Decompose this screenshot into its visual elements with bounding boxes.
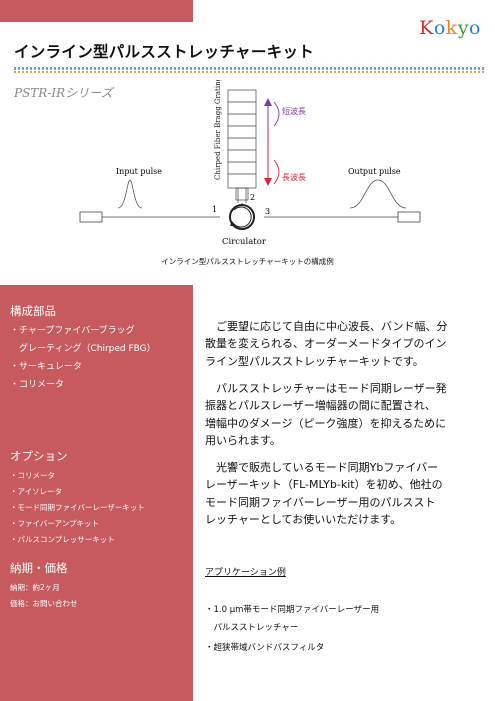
- delivery-heading: 納期・価格: [10, 561, 68, 575]
- applications-heading: アプリケーション例: [205, 568, 286, 578]
- logo-letter: o: [469, 17, 481, 39]
- title-divider: [14, 67, 484, 70]
- diagram-caption: インライン型パルスストレッチャーキットの構成例: [161, 257, 334, 266]
- grating-label: Chirped Fiber Bragg Grating: [214, 80, 222, 180]
- input-pulse-waveform: [117, 179, 143, 209]
- port-3-label: 3: [265, 207, 270, 216]
- component-item: グレーティング（Chirped FBG）: [10, 344, 156, 354]
- option-item: ・コリメータ: [10, 471, 55, 480]
- text-line: 増幅中のダメージ（ピーク強度）を抑えるために: [205, 416, 447, 430]
- logo-letter: K: [419, 17, 434, 39]
- component-item: ・チャープファイバーブラッグ: [10, 326, 135, 336]
- option-item: ・パルスコンプレッサーキット: [10, 535, 115, 544]
- fiber-line: [79, 203, 421, 223]
- port-1-label: 1: [212, 205, 217, 214]
- circulator-icon: [229, 204, 255, 230]
- long-wavelength-arrowhead: [264, 178, 272, 186]
- fbg-grating: [227, 89, 257, 203]
- logo-letter: o: [433, 17, 446, 39]
- text-line: 用いられます。: [205, 433, 281, 447]
- text-line: ご要望に応じて自由に中心波長、バンド幅、分: [216, 320, 448, 333]
- text-line: 光響で販売しているモード同期Ybファイバー: [216, 461, 439, 474]
- kokyo-logo[interactable]: Kokyo: [419, 17, 481, 39]
- top-accent-bar: [0, 0, 193, 22]
- long-wavelength-curve: [273, 159, 280, 185]
- circulator-label: Circulator: [222, 237, 267, 247]
- option-item: ・アイソレータ: [10, 487, 63, 496]
- input-pulse-label: Input pulse: [116, 167, 162, 176]
- options-heading: オプション: [10, 449, 68, 463]
- application-item: ・超狭帯域バンドパスフィルタ: [205, 643, 325, 653]
- logo-letter: y: [457, 17, 470, 39]
- output-pulse-waveform: [349, 179, 407, 209]
- option-item: ・ファイバーアンプキット: [10, 519, 100, 528]
- description-paragraph-2: パルスストレッチャーはモード同期レーザー発 振器とパルスレーザー増幅器の間に配置…: [205, 380, 483, 449]
- text-line: レーザーキット（FL-MLYb-kit）を初め、他社の: [205, 478, 443, 492]
- series-name: PSTR-IRシリーズ: [14, 86, 113, 100]
- title-divider-secondary: [14, 71, 484, 73]
- short-wavelength-curve: [273, 101, 280, 127]
- text-line: 散量を変えられる、オーダーメードタイプのイン: [205, 337, 447, 351]
- component-item: ・サーキュレータ: [10, 362, 82, 372]
- info-sidebar: 構成部品 ・チャープファイバーブラッグ グレーティング（Chirped FBG）…: [0, 285, 193, 701]
- text-line: モード同期ファイバーレーザー用のパルススト: [205, 495, 436, 509]
- short-wavelength-label: 短波長: [282, 106, 306, 116]
- delivery-item: 納期：約2ヶ月: [10, 583, 60, 592]
- application-item: ・1.0 μm帯モード同期ファイバーレーザー用: [205, 605, 380, 615]
- configuration-diagram: Chirped Fiber Bragg Grating 短波長 長波長 1 2 …: [79, 80, 421, 247]
- text-line: パルスストレッチャーはモード同期レーザー発: [216, 382, 447, 395]
- page-title: インライン型パルスストレッチャーキット: [14, 43, 315, 61]
- text-line: レッチャーとしてお使いいただけます。: [205, 512, 402, 526]
- long-wavelength-label: 長波長: [282, 172, 306, 182]
- option-item: ・モード同期ファイバーレーザーキット: [10, 503, 145, 512]
- description-paragraph-1: ご要望に応じて自由に中心波長、バンド幅、分 散量を変えられる、オーダーメードタイ…: [205, 318, 483, 370]
- application-item: パルスストレッチャー: [205, 623, 299, 633]
- component-item: ・コリメータ: [10, 380, 65, 390]
- description-paragraph-3: 光響で販売しているモード同期Ybファイバー レーザーキット（FL-MLYb-ki…: [205, 459, 483, 528]
- logo-letter: k: [445, 17, 458, 39]
- output-pulse-label: Output pulse: [348, 167, 401, 176]
- delivery-item: 価格：お問い合わせ: [10, 599, 78, 608]
- text-line: 振器とパルスレーザー増幅器の間に配置され、: [205, 399, 436, 413]
- short-wavelength-arrowhead: [264, 98, 272, 106]
- components-heading: 構成部品: [10, 304, 56, 318]
- port-2-label: 2: [250, 193, 255, 202]
- text-line: ライン型パルスストレッチャーキットです。: [205, 354, 424, 368]
